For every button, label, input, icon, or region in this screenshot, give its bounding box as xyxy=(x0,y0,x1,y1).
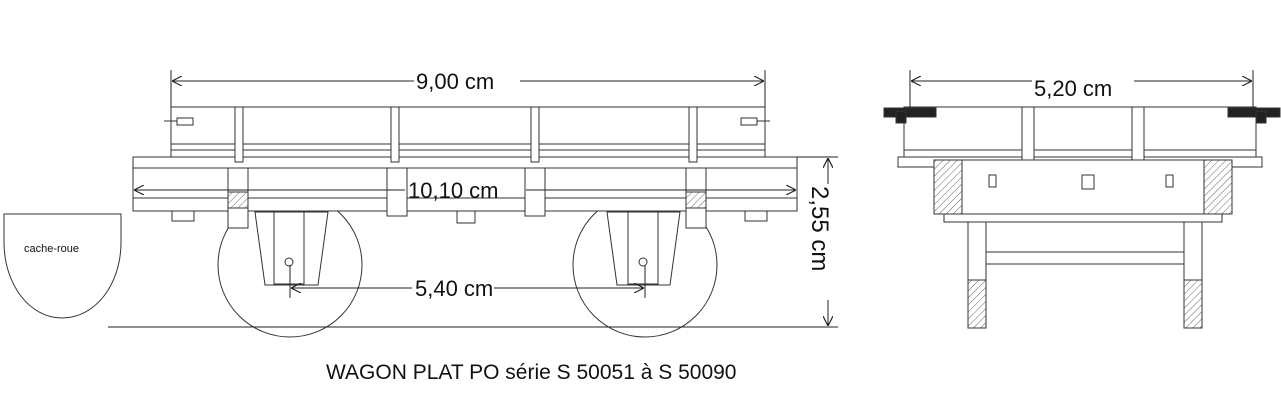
drawing-caption: WAGON PLAT PO série S 50051 à S 50090 xyxy=(326,361,736,384)
side-view xyxy=(132,106,798,338)
dimension-lines-end xyxy=(909,70,1254,108)
dimension-length-frame: 10,10 cm xyxy=(408,178,499,203)
dimension-lines-side xyxy=(108,70,838,328)
wheel-cover xyxy=(3,213,122,319)
deck-board xyxy=(170,106,766,158)
end-view xyxy=(883,106,1281,329)
end-deck xyxy=(903,106,1257,158)
dimension-length-top: 9,00 cm xyxy=(416,69,494,94)
dimension-wheelbase: 5,40 cm xyxy=(415,276,493,301)
dimension-height: 2,55 cm xyxy=(806,186,833,271)
dimension-width: 5,20 cm xyxy=(1034,76,1112,101)
wheel-cover-label: cache-roue xyxy=(24,243,79,255)
